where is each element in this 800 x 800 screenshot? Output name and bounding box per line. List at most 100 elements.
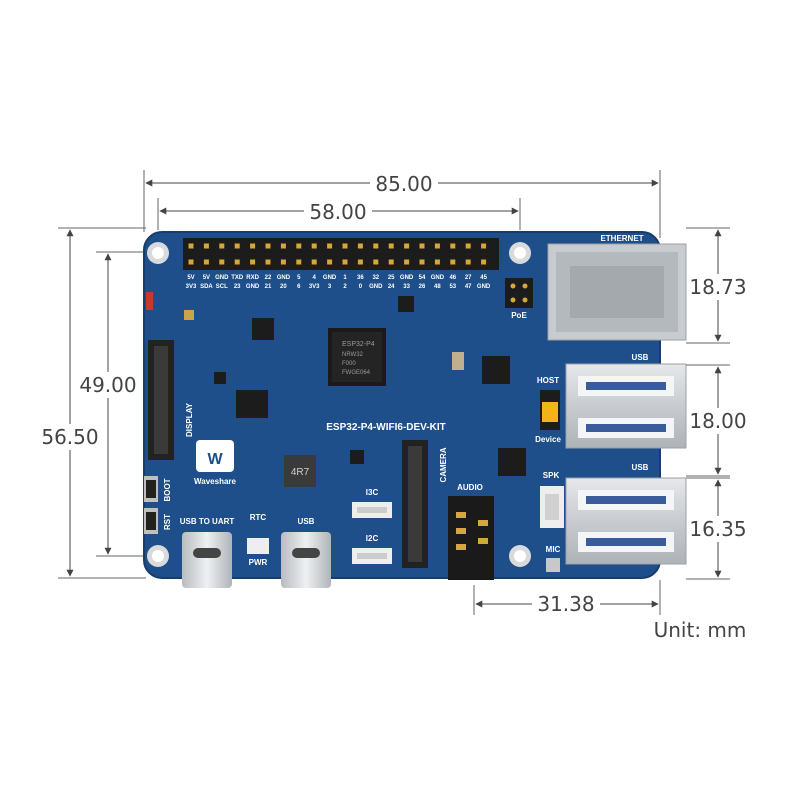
gpio-pin-label-bottom: 26 (419, 284, 426, 290)
usb-top-label: USB (632, 353, 649, 362)
gpio-pin (434, 259, 440, 265)
camera-label: CAMERA (439, 447, 448, 482)
gpio-pin-label-top: 54 (419, 275, 426, 281)
gpio-pin-label-bottom: 21 (265, 284, 272, 290)
gpio-pin (481, 243, 487, 249)
gpio-pin (234, 259, 240, 265)
dim-ethernet-height-label: 18.73 (689, 275, 746, 299)
poe-label: PoE (511, 311, 527, 320)
microphone (546, 558, 560, 572)
crystal (452, 352, 464, 370)
display-connector: DISPLAY (148, 340, 194, 460)
gpio-pin (203, 259, 209, 265)
gpio-pin-label-bottom: 3V3 (309, 284, 320, 290)
poe-header: PoE (505, 278, 533, 320)
display-label: DISPLAY (185, 402, 194, 437)
rtc-label: RTC (250, 513, 267, 522)
gpio-pin (357, 259, 363, 265)
device-label: Device (535, 435, 561, 444)
pwr-label: PWR (249, 558, 268, 567)
gpio-pin-label-bottom: 0 (359, 284, 363, 290)
board-model-label: ESP32-P4-WIFI6-DEV-KIT (326, 422, 445, 433)
gpio-pin (280, 259, 286, 265)
usb-a-port-bottom[interactable] (565, 477, 687, 565)
dim-total-height: 56.50 (34, 227, 146, 579)
gpio-pin (265, 243, 271, 249)
unit-label: Unit: mm (654, 618, 747, 642)
gpio-pin-label-top: 27 (465, 275, 472, 281)
ethernet-port[interactable] (547, 243, 687, 341)
i2c-connector: I2C (352, 534, 392, 564)
gpio-pin (327, 259, 333, 265)
svg-text:I2C: I2C (366, 534, 379, 543)
usb-mode-jumper[interactable] (540, 390, 560, 430)
usb-c-uart-port[interactable] (182, 532, 232, 588)
antenna-connector (184, 310, 194, 320)
gpio-pin-label-top: 5V (203, 275, 210, 281)
gpio-pin (280, 243, 286, 249)
reset-button[interactable]: RST (144, 508, 172, 534)
dim-total-width: 85.00 (143, 170, 661, 238)
usb-to-uart-label: USB TO UART (180, 517, 235, 526)
dim-hole-span: 49.00 (74, 251, 158, 557)
i3c-connector: I3C (352, 488, 392, 518)
gpio-pin-label-bottom: 2 (343, 284, 347, 290)
gpio-pin (450, 259, 456, 265)
audio-jack[interactable] (448, 496, 494, 580)
gpio-pin-label-top: 5V (187, 275, 194, 281)
dim-audio-offset-label: 31.38 (537, 592, 594, 616)
gpio-pin-label-bottom: 3V3 (186, 284, 197, 290)
gpio-pin-label-bottom: 53 (449, 284, 456, 290)
gpio-pin (296, 243, 302, 249)
gpio-pin-label-bottom: GND (369, 284, 383, 290)
gpio-pin (265, 259, 271, 265)
gpio-pin-label-bottom: 47 (465, 284, 472, 290)
chip-ethernet-phy (482, 356, 510, 384)
dim-usb-top-height-label: 18.00 (689, 409, 746, 433)
gpio-pin (342, 243, 348, 249)
gpio-pin (188, 243, 194, 249)
svg-text:W: W (207, 451, 223, 468)
gpio-pin (234, 243, 240, 249)
usb-c-port[interactable] (281, 532, 331, 588)
gpio-pin-label-bottom: SDA (200, 284, 213, 290)
chip-small-1 (252, 318, 274, 340)
mounting-hole-top-left (147, 242, 169, 264)
led-red (146, 292, 153, 310)
gpio-pin-label-top: 32 (372, 275, 379, 281)
dim-header-width: 58.00 (157, 198, 521, 230)
dim-total-height-label: 56.50 (41, 425, 98, 449)
gpio-pin-label-top: 4 (313, 275, 317, 281)
gpio-pin-label-top: 5 (297, 275, 301, 281)
dim-usb-top-height: 18.00 (684, 364, 752, 477)
dim-total-width-label: 85.00 (375, 172, 432, 196)
boot-button[interactable]: BOOT (144, 476, 172, 502)
gpio-pin (481, 259, 487, 265)
waveshare-brand-label: Waveshare (194, 477, 237, 486)
gpio-pin-label-top: 22 (265, 275, 272, 281)
dim-ethernet-height: 18.73 (684, 227, 752, 344)
gpio-pin-label-bottom: 24 (388, 284, 395, 290)
gpio-pin (219, 259, 225, 265)
gpio-pin-label-top: GND (431, 275, 445, 281)
speaker-connector (540, 486, 564, 528)
mounting-hole-bottom-right (509, 545, 531, 567)
host-label: HOST (537, 376, 559, 385)
gpio-pin (373, 259, 379, 265)
gpio-pin-label-top: 25 (388, 275, 395, 281)
rtc-connector (247, 538, 269, 554)
chip-audio (498, 448, 526, 476)
boot-label: BOOT (163, 478, 172, 501)
mic-label: MIC (546, 545, 561, 554)
gpio-pin-label-bottom: GND (246, 284, 260, 290)
gpio-pin (465, 259, 471, 265)
svg-text:I3C: I3C (366, 488, 379, 497)
svg-text:FWGE064: FWGE064 (342, 370, 371, 376)
gpio-pin-label-bottom: 33 (403, 284, 410, 290)
spk-label: SPK (543, 471, 560, 480)
dim-usb-bottom-height: 16.35 (684, 477, 752, 580)
gpio-pin (404, 259, 410, 265)
usb-a-port-top[interactable] (565, 363, 687, 449)
